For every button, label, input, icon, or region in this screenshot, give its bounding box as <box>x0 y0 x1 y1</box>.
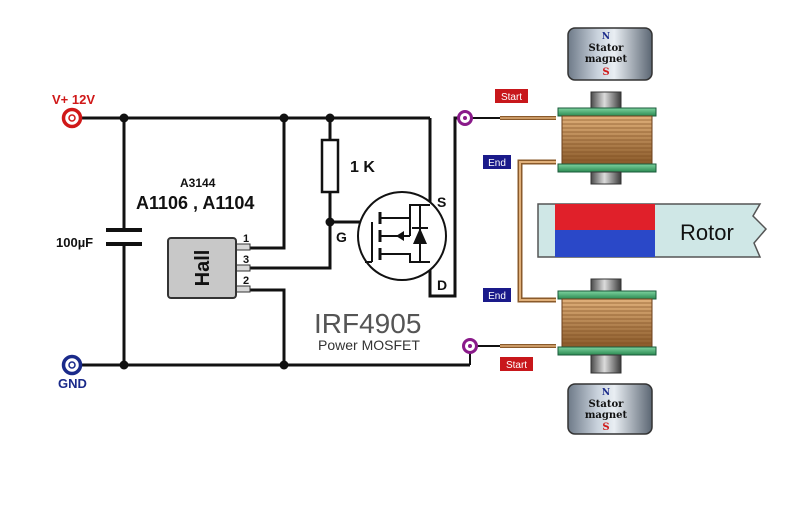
resistor <box>320 138 340 194</box>
stator-top-line1: Stator <box>589 43 625 54</box>
mosfet-symbol <box>357 191 447 281</box>
mosfet-source-label: S <box>437 194 446 210</box>
capacitor-label: 100µF <box>56 235 93 250</box>
mosfet-type-label: Power MOSFET <box>318 337 420 353</box>
coil-tag-text: Start <box>501 92 522 103</box>
stator-top-line2: magnet <box>585 54 628 65</box>
coil-terminal-bottom <box>462 338 478 354</box>
stator-top-pole-n: N <box>602 32 610 42</box>
mosfet-drain-label: D <box>437 277 447 293</box>
hall-pin-label: 2 <box>243 275 249 287</box>
hall-pin-label: 1 <box>243 233 249 245</box>
coil-leads <box>500 116 556 348</box>
coil-top <box>557 91 657 185</box>
stator-top-pole-s: S <box>602 67 609 78</box>
stator-bottom-pole-n: N <box>602 388 610 398</box>
hall-pin-label: 3 <box>243 254 249 266</box>
mosfet-gate-label: G <box>336 229 347 245</box>
junction-dot <box>119 113 129 123</box>
junction-dot <box>325 113 335 123</box>
coil-tag-text: End <box>488 158 506 169</box>
resistor-label: 1 K <box>350 159 375 176</box>
stator-bottom-pole-s: S <box>602 422 609 433</box>
hall-pin3-wire <box>248 222 332 270</box>
vplus-terminal <box>61 107 83 129</box>
capacitor <box>106 228 142 246</box>
hall-pin2-wire <box>248 288 286 365</box>
coil-terminal-top <box>457 110 473 126</box>
hall-chip-body <box>167 237 237 299</box>
coil-tag-bottom-end: End <box>483 288 511 302</box>
mosfet-part-label: IRF4905 <box>314 308 421 339</box>
stator-bottom-line2: magnet <box>585 410 628 421</box>
rotor-magnet-north <box>555 204 655 230</box>
junction-dot <box>119 360 129 370</box>
coil-tag-bottom-start: Start <box>500 357 533 371</box>
vplus-label: V+ 12V <box>52 92 95 107</box>
hall-pin1-wire <box>248 118 286 250</box>
coil-tag-top-start: Start <box>495 89 528 103</box>
wiring <box>80 116 470 367</box>
gnd-label: GND <box>58 376 87 391</box>
rotor-label: Rotor <box>680 220 734 245</box>
coil-tag-top-end: End <box>483 155 511 169</box>
rotor <box>537 203 768 258</box>
junction-dots <box>119 113 335 370</box>
hall-chip-label: Hall <box>192 250 214 287</box>
hall-part-label: A3144 <box>180 176 216 190</box>
stator-magnet-top: N Stator magnet S <box>567 27 653 81</box>
stator-magnet-bottom: N Stator magnet S <box>567 383 653 435</box>
hall-alt-parts-label: A1106 , A1104 <box>136 193 254 213</box>
coil-tag-text: Start <box>506 360 527 371</box>
rotor-magnet-south <box>555 230 655 257</box>
coil-tag-text: End <box>488 291 506 302</box>
junction-dot <box>279 360 289 370</box>
junction-dot <box>279 113 289 123</box>
gnd-terminal <box>61 354 83 376</box>
stator-bottom-line1: Stator <box>589 399 625 410</box>
coil-bottom <box>557 278 657 374</box>
junction-dot <box>325 217 335 227</box>
